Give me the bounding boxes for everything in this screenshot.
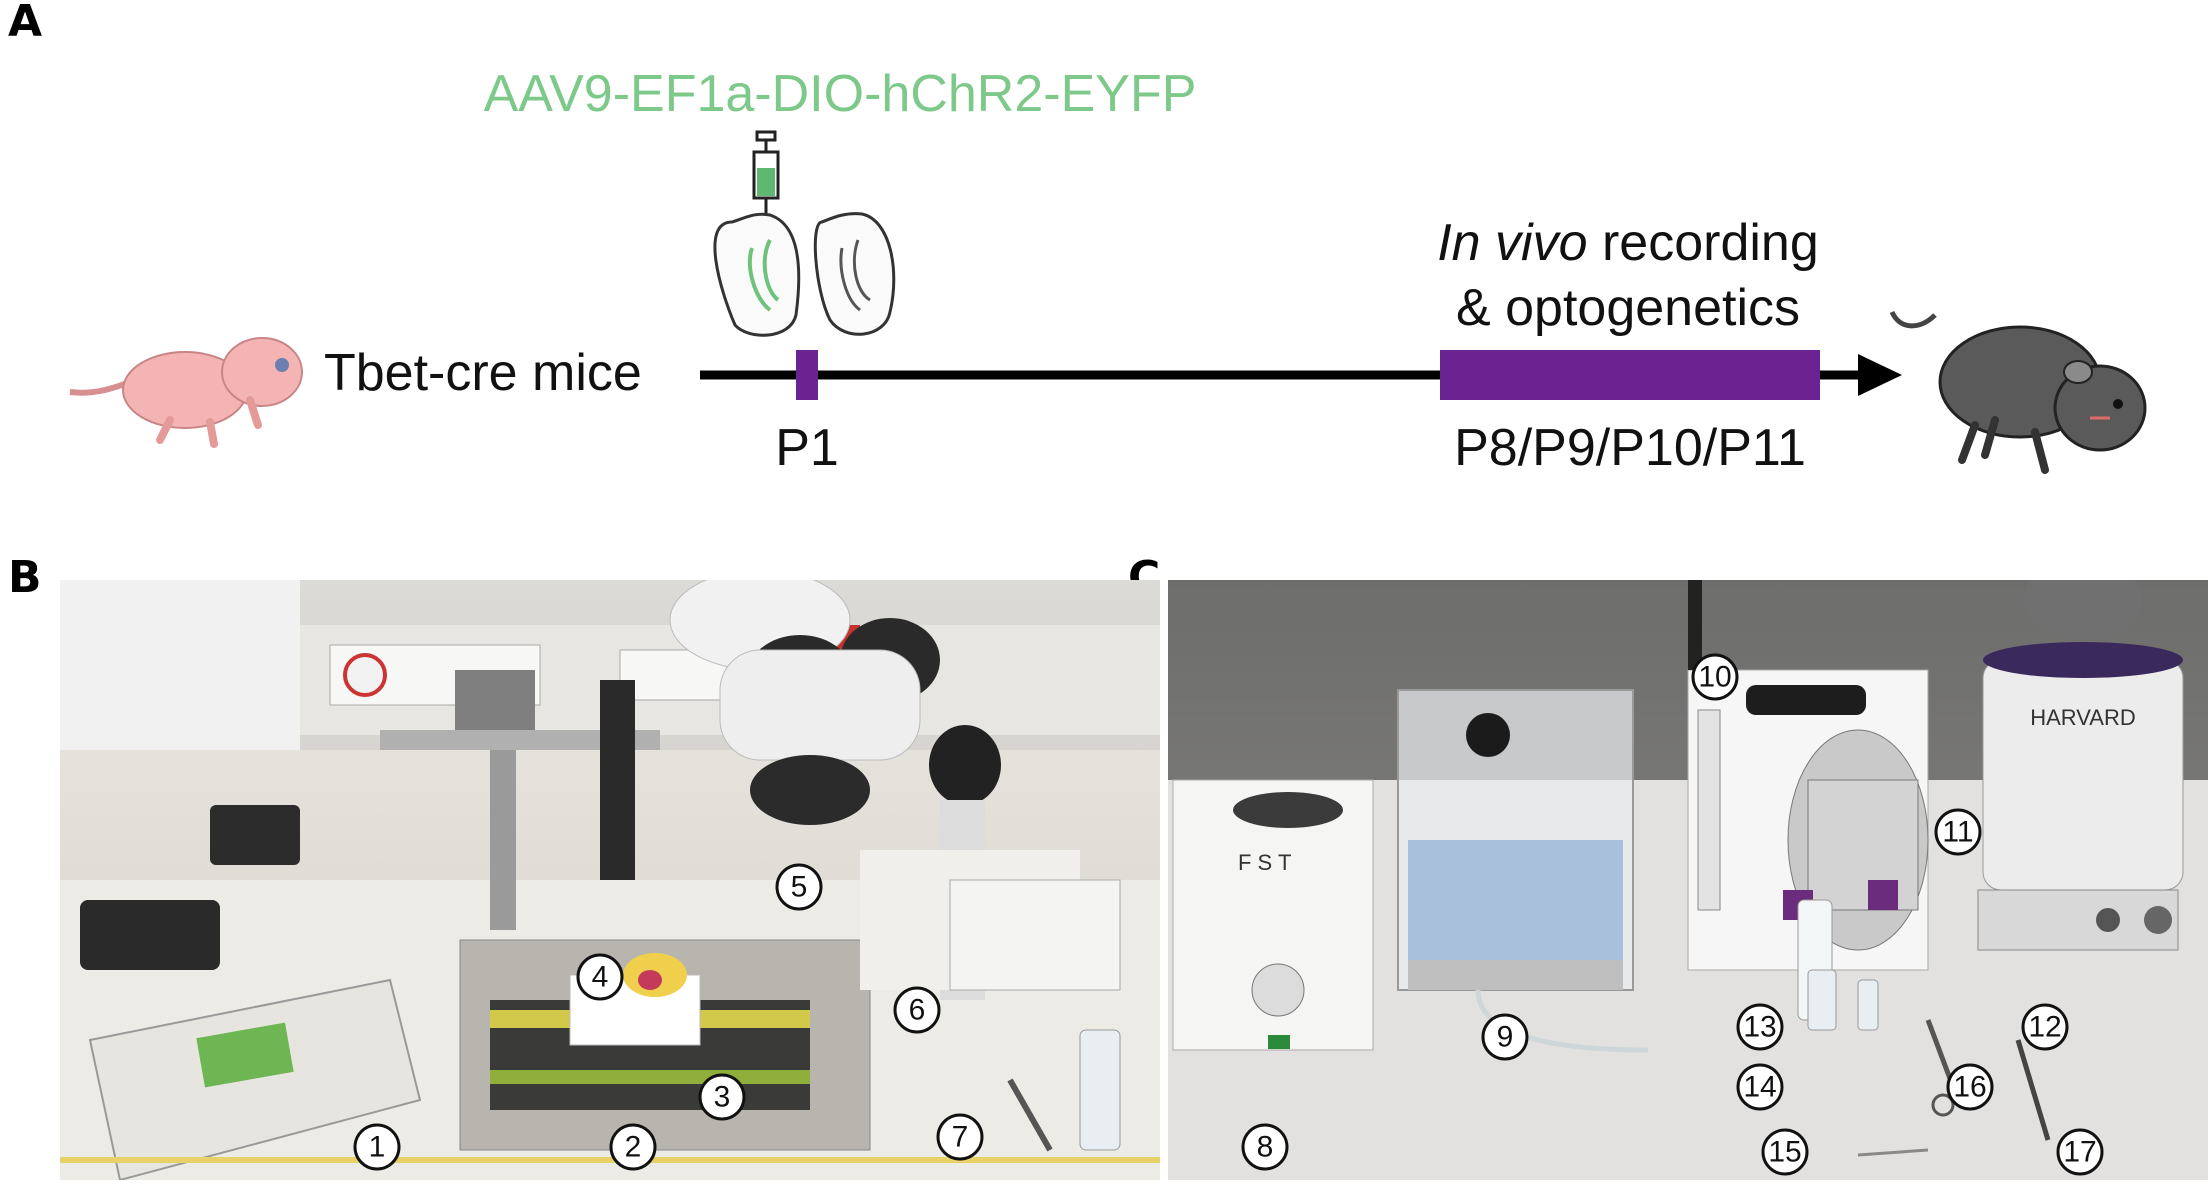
panel-letter-a: A: [8, 0, 43, 47]
svg-text:2: 2: [625, 1131, 642, 1164]
svg-text:12: 12: [2028, 1011, 2061, 1044]
svg-text:8: 8: [1257, 1131, 1274, 1164]
label-2: 2: [609, 1123, 657, 1171]
label-14: 14: [1736, 1063, 1784, 1111]
svg-text:16: 16: [1953, 1071, 1986, 1104]
label-5: 5: [775, 863, 823, 911]
syringe-icon: [752, 130, 780, 218]
svg-text:6: 6: [909, 994, 926, 1027]
label-9: 9: [1481, 1013, 1529, 1061]
svg-text:5: 5: [791, 871, 808, 904]
panel-letter-b: B: [8, 552, 42, 603]
timeline-diagram: AAV9-EF1a-DIO-hChR2-EYFP Tbet-cre mice P…: [69, 65, 2147, 477]
svg-text:13: 13: [1743, 1011, 1776, 1044]
label-6: 6: [893, 986, 941, 1034]
pup-icon: [69, 337, 303, 448]
label-16: 16: [1946, 1063, 1994, 1111]
label-17: 17: [2056, 1128, 2104, 1176]
label-1: 1: [353, 1123, 401, 1171]
injection-marker: [796, 350, 818, 400]
mouse-label: Tbet-cre mice: [324, 344, 642, 402]
label-13: 13: [1736, 1003, 1784, 1051]
photo-recording-setup: 1 2 3 4 5 6 7: [60, 580, 1160, 1180]
photo-anesthesia-station: F S T HARVARD 8 9 10 11 12 13 14 15 16 1…: [1168, 580, 2208, 1180]
svg-text:15: 15: [1768, 1136, 1801, 1169]
brain-icon: [713, 212, 896, 337]
svg-text:10: 10: [1698, 661, 1731, 694]
virus-label: AAV9-EF1a-DIO-hChR2-EYFP: [484, 65, 1197, 123]
label-12: 12: [2021, 1003, 2069, 1051]
svg-text:7: 7: [952, 1121, 969, 1154]
recording-italic: In vivo: [1437, 214, 1587, 272]
svg-text:11: 11: [1942, 816, 1973, 849]
label-11: 11: [1934, 808, 1982, 856]
timeline-arrowhead: [1858, 354, 1902, 396]
injection-day-label: P1: [775, 419, 839, 477]
recording-rest: recording: [1588, 214, 1819, 272]
recording-window-bar: [1440, 350, 1820, 400]
fst-brand: F S T: [1238, 850, 1291, 875]
label-8: 8: [1241, 1123, 1289, 1171]
label-10: 10: [1691, 653, 1739, 701]
svg-text:17: 17: [2063, 1136, 2096, 1169]
recording-label-line2: & optogenetics: [1456, 279, 1800, 337]
harvard-brand: HARVARD: [2030, 705, 2136, 730]
svg-text:14: 14: [1743, 1071, 1776, 1104]
svg-text:1: 1: [369, 1131, 386, 1164]
recording-days-label: P8/P9/P10/P11: [1454, 419, 1806, 477]
adult-mouse-icon: [1889, 310, 2147, 474]
svg-text:3: 3: [714, 1081, 731, 1114]
recording-label-line1: In vivo recording: [1437, 214, 1819, 272]
label-4: 4: [576, 953, 624, 1001]
label-15: 15: [1761, 1128, 1809, 1176]
svg-text:4: 4: [592, 961, 609, 994]
svg-text:9: 9: [1497, 1021, 1514, 1054]
label-3: 3: [698, 1073, 746, 1121]
label-7: 7: [936, 1113, 984, 1161]
